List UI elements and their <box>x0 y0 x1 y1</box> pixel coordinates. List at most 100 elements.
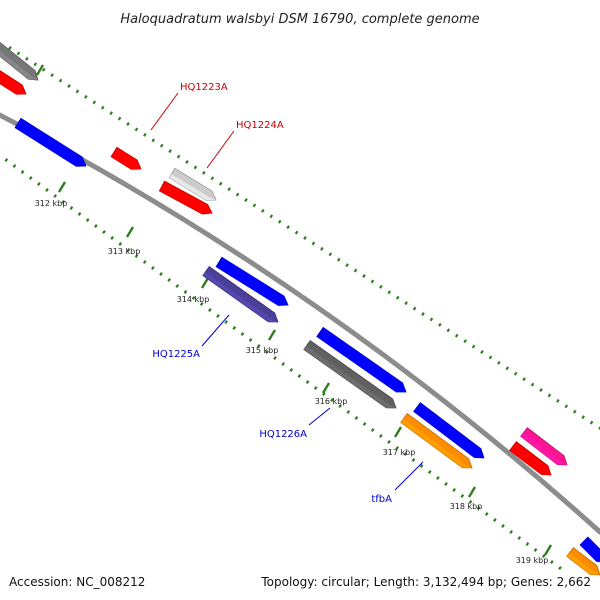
kbp-label: 317 kbp <box>383 448 416 457</box>
gene-arrow[interactable] <box>0 67 27 95</box>
gene-arrow[interactable] <box>168 167 217 201</box>
tick-mark <box>436 476 440 480</box>
gene-arrow[interactable] <box>413 402 485 459</box>
tick-mark <box>513 371 518 376</box>
tick-mark <box>12 164 17 168</box>
gene-callout[interactable]: HQ1225A <box>152 314 230 360</box>
gene-callout[interactable]: tfbA <box>371 461 424 505</box>
accession-label: Accession: NC_008212 <box>9 575 145 589</box>
gene-arrow[interactable] <box>520 427 568 466</box>
tick-mark <box>100 105 105 110</box>
major-tick-mark <box>125 226 135 238</box>
tick-mark <box>501 524 505 528</box>
tick-mark <box>94 224 98 228</box>
callout-leader-line <box>150 92 179 131</box>
gene-arrow[interactable] <box>566 547 600 576</box>
gene-arrow[interactable] <box>509 441 552 476</box>
tick-mark <box>421 312 425 316</box>
gene-arrow[interactable] <box>158 180 213 215</box>
gene-arrow-body <box>0 70 27 95</box>
tick-mark <box>550 560 554 564</box>
gene-arrow-body <box>0 41 39 81</box>
gene-arrow[interactable] <box>202 265 279 323</box>
tick-mark <box>191 296 196 300</box>
tick-mark <box>411 458 416 462</box>
gene-arrow[interactable] <box>215 256 289 306</box>
gene-callout[interactable]: HQ1224A <box>206 120 284 169</box>
tick-mark <box>286 225 290 230</box>
gene-arrow[interactable] <box>110 146 142 170</box>
gene-arrow[interactable] <box>303 339 397 409</box>
tick-mark <box>379 284 383 289</box>
tick-mark <box>419 464 424 468</box>
tick-mark <box>303 236 307 240</box>
tick-mark <box>429 317 434 322</box>
gene-arrow-highlight <box>159 186 212 215</box>
gene-arrow[interactable] <box>400 413 473 469</box>
kbp-label: 314 kbp <box>177 295 210 304</box>
tick-mark <box>199 302 204 306</box>
tick-mark <box>395 446 399 450</box>
tick-mark <box>41 67 46 72</box>
tick-mark <box>387 440 391 444</box>
tick-mark <box>117 116 122 121</box>
tick-mark <box>252 203 257 208</box>
tick-mark <box>505 366 510 371</box>
tick-mark <box>412 306 417 311</box>
tick-mark <box>438 322 442 327</box>
tick-mark <box>61 200 66 204</box>
gene-arrow-highlight <box>0 78 26 95</box>
tick-mark <box>109 111 113 116</box>
tick-mark <box>556 398 560 403</box>
tick-mark <box>345 263 349 268</box>
tick-mark <box>92 100 97 105</box>
tick-mark <box>102 230 106 234</box>
major-tick-mark <box>467 486 477 498</box>
gene-arrow-highlight <box>566 552 600 575</box>
tick-mark <box>395 295 400 300</box>
major-tick-mark <box>543 544 553 556</box>
tick-mark <box>484 512 489 516</box>
tick-mark <box>539 388 543 392</box>
tick-mark <box>460 494 465 498</box>
tick-mark <box>37 182 41 186</box>
tick-mark <box>33 62 38 67</box>
tick-mark <box>530 382 535 387</box>
gene-arrow-highlight <box>413 407 484 458</box>
tick-mark <box>244 198 248 202</box>
kbp-label: 312 kbp <box>35 199 68 208</box>
gene-arrow-highlight <box>303 345 396 408</box>
tick-mark <box>25 56 29 61</box>
tick-mark <box>525 542 530 546</box>
gene-arrow[interactable] <box>0 39 39 81</box>
kbp-label: 315 kbp <box>246 346 279 355</box>
callout-leader-line <box>206 130 235 169</box>
gene-arrow-highlight <box>580 541 600 562</box>
tick-mark <box>20 170 25 174</box>
gene-callout[interactable]: HQ1226A <box>259 407 331 440</box>
tick-mark <box>151 138 156 143</box>
tick-mark <box>159 272 163 276</box>
gene-arrow-highlight <box>520 432 567 465</box>
gene-callout[interactable]: HQ1223A <box>150 82 228 131</box>
gene-arrow[interactable] <box>579 536 600 563</box>
tick-mark <box>248 338 253 342</box>
tick-mark <box>277 219 282 224</box>
gene-arrow[interactable] <box>316 326 407 393</box>
tick-mark <box>216 314 220 318</box>
tick-mark <box>471 344 476 349</box>
major-tick-mark <box>393 426 403 438</box>
tick-mark <box>444 482 448 486</box>
tick-mark <box>77 212 82 216</box>
tick-mark <box>370 428 375 432</box>
tick-mark <box>454 333 459 338</box>
gene-arrow[interactable] <box>14 117 87 167</box>
kbp-label: 318 kbp <box>450 502 483 511</box>
tick-mark <box>509 530 513 534</box>
tick-mark <box>281 362 285 366</box>
tick-mark <box>547 393 552 398</box>
tick-mark <box>320 246 324 251</box>
tick-mark <box>202 170 206 175</box>
tick-mark <box>297 374 302 378</box>
tick-mark <box>533 548 538 552</box>
